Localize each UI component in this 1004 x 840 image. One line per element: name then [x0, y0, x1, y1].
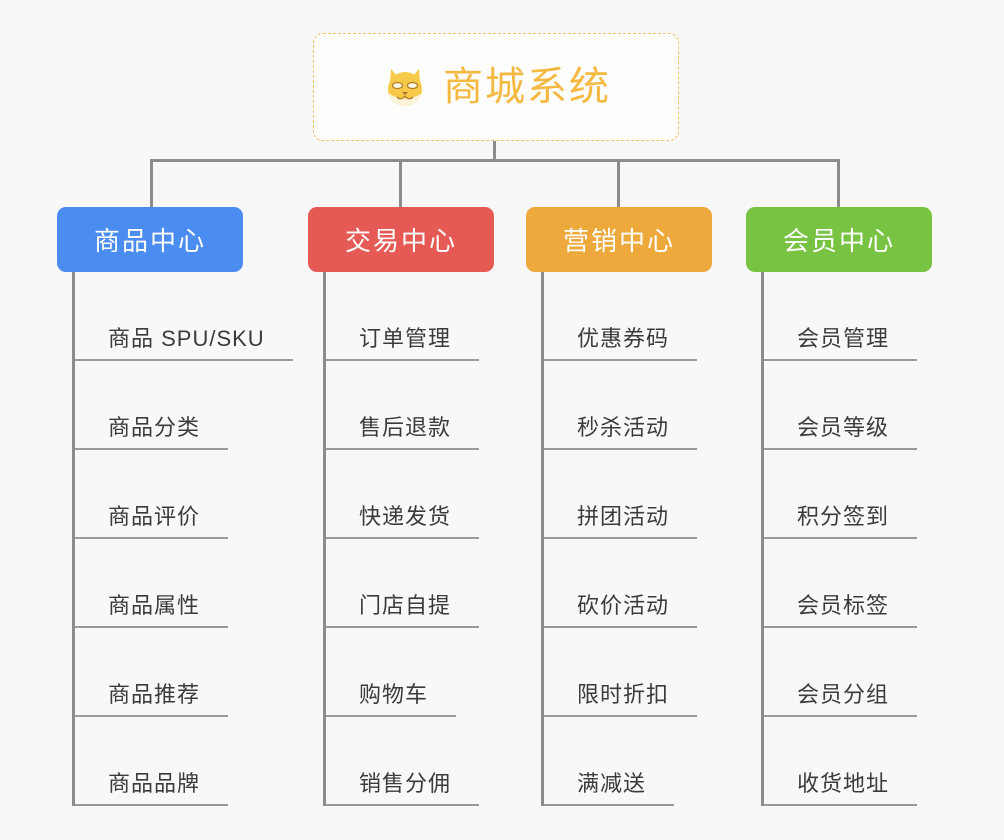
category-node-product[interactable]: 商品中心	[57, 207, 243, 272]
list-item[interactable]: 优惠券码	[544, 272, 712, 361]
list-item[interactable]: 商品评价	[75, 450, 293, 539]
connector-drop-4	[837, 159, 840, 207]
list-item[interactable]: 订单管理	[326, 272, 494, 361]
leaf-label: 商品属性	[75, 595, 229, 628]
list-item[interactable]: 商品推荐	[75, 628, 293, 717]
leaf-label: 会员分组	[764, 684, 918, 717]
branch-spine-trade: 订单管理 售后退款 快递发货 门店自提 购物车 销售分佣	[323, 272, 494, 806]
leaf-label: 商品分类	[75, 417, 229, 450]
leaf-label: 收货地址	[764, 773, 918, 806]
list-item[interactable]: 商品属性	[75, 539, 293, 628]
leaf-label: 秒杀活动	[544, 417, 698, 450]
list-item[interactable]: 收货地址	[764, 717, 932, 806]
list-item[interactable]: 拼团活动	[544, 450, 712, 539]
leaf-label: 售后退款	[326, 417, 480, 450]
list-item[interactable]: 秒杀活动	[544, 361, 712, 450]
list-item[interactable]: 满减送	[544, 717, 712, 806]
connector-horizontal-bus	[150, 159, 840, 162]
root-title: 商城系统	[443, 65, 611, 109]
list-item[interactable]: 购物车	[326, 628, 494, 717]
leaf-label: 商品 SPU/SKU	[75, 328, 293, 361]
list-item[interactable]: 会员等级	[764, 361, 932, 450]
connector-root-stem	[493, 141, 496, 162]
connector-drop-2	[399, 159, 402, 207]
leaf-label: 积分签到	[764, 506, 918, 539]
leaf-label: 满减送	[544, 773, 675, 806]
leaf-label: 销售分佣	[326, 773, 480, 806]
category-label: 营销中心	[562, 226, 675, 256]
list-item[interactable]: 砍价活动	[544, 539, 712, 628]
leaf-label: 购物车	[326, 684, 457, 717]
list-item[interactable]: 销售分佣	[326, 717, 494, 806]
list-item[interactable]: 商品品牌	[75, 717, 293, 806]
shiba-dog-emoji	[381, 63, 429, 111]
list-item[interactable]: 门店自提	[326, 539, 494, 628]
leaf-label: 快递发货	[326, 506, 480, 539]
leaf-label: 商品评价	[75, 506, 229, 539]
list-item[interactable]: 商品 SPU/SKU	[75, 272, 293, 361]
leaf-label: 拼团活动	[544, 506, 698, 539]
leaf-label: 订单管理	[326, 328, 480, 361]
branch-column-trade: 交易中心 订单管理 售后退款 快递发货 门店自提 购物车 销售分佣	[308, 207, 494, 806]
list-item[interactable]: 售后退款	[326, 361, 494, 450]
branch-spine-product: 商品 SPU/SKU 商品分类 商品评价 商品属性 商品推荐 商品品牌	[72, 272, 293, 806]
leaf-label: 会员标签	[764, 595, 918, 628]
category-node-member[interactable]: 会员中心	[746, 207, 932, 272]
connector-drop-1	[150, 159, 153, 207]
list-item[interactable]: 会员标签	[764, 539, 932, 628]
leaf-label: 优惠券码	[544, 328, 698, 361]
category-node-marketing[interactable]: 营销中心	[526, 207, 712, 272]
leaf-label: 限时折扣	[544, 684, 698, 717]
list-item[interactable]: 快递发货	[326, 450, 494, 539]
category-label: 商品中心	[93, 226, 206, 256]
list-item[interactable]: 会员分组	[764, 628, 932, 717]
category-node-trade[interactable]: 交易中心	[308, 207, 494, 272]
leaf-label: 会员管理	[764, 328, 918, 361]
list-item[interactable]: 积分签到	[764, 450, 932, 539]
connector-drop-3	[617, 159, 620, 207]
leaf-label: 门店自提	[326, 595, 480, 628]
branch-column-product: 商品中心 商品 SPU/SKU 商品分类 商品评价 商品属性 商品推荐 商品品牌	[57, 207, 293, 806]
root-node[interactable]: 商城系统	[313, 33, 679, 141]
category-label: 会员中心	[782, 226, 895, 256]
category-label: 交易中心	[344, 226, 457, 256]
branch-spine-marketing: 优惠券码 秒杀活动 拼团活动 砍价活动 限时折扣 满减送	[541, 272, 712, 806]
branch-column-marketing: 营销中心 优惠券码 秒杀活动 拼团活动 砍价活动 限时折扣 满减送	[526, 207, 712, 806]
leaf-label: 商品推荐	[75, 684, 229, 717]
branch-spine-member: 会员管理 会员等级 积分签到 会员标签 会员分组 收货地址	[761, 272, 932, 806]
leaf-label: 商品品牌	[75, 773, 229, 806]
list-item[interactable]: 限时折扣	[544, 628, 712, 717]
leaf-label: 砍价活动	[544, 595, 698, 628]
branch-column-member: 会员中心 会员管理 会员等级 积分签到 会员标签 会员分组 收货地址	[746, 207, 932, 806]
leaf-label: 会员等级	[764, 417, 918, 450]
list-item[interactable]: 商品分类	[75, 361, 293, 450]
list-item[interactable]: 会员管理	[764, 272, 932, 361]
